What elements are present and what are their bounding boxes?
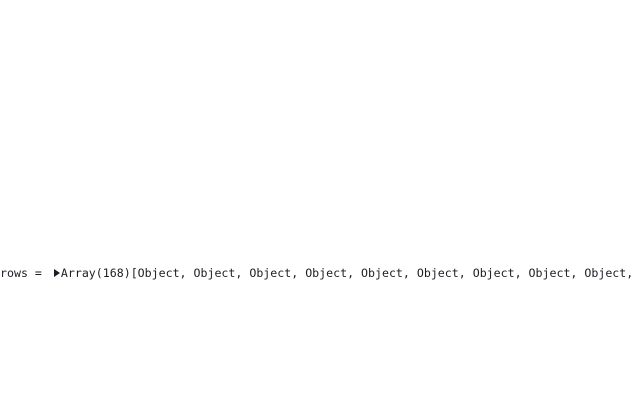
- array-summary[interactable]: Array(168): [60, 266, 131, 280]
- variable-name: rows: [0, 266, 28, 280]
- array-preview: [Object, Object, Object, Object, Object,…: [130, 266, 640, 280]
- triangle-right-icon: [53, 269, 60, 277]
- expand-toggle[interactable]: [53, 264, 60, 282]
- assignment-operator: =: [27, 266, 49, 280]
- value-inspector-line: rows = Array(168) [Object, Object, Objec…: [0, 264, 640, 282]
